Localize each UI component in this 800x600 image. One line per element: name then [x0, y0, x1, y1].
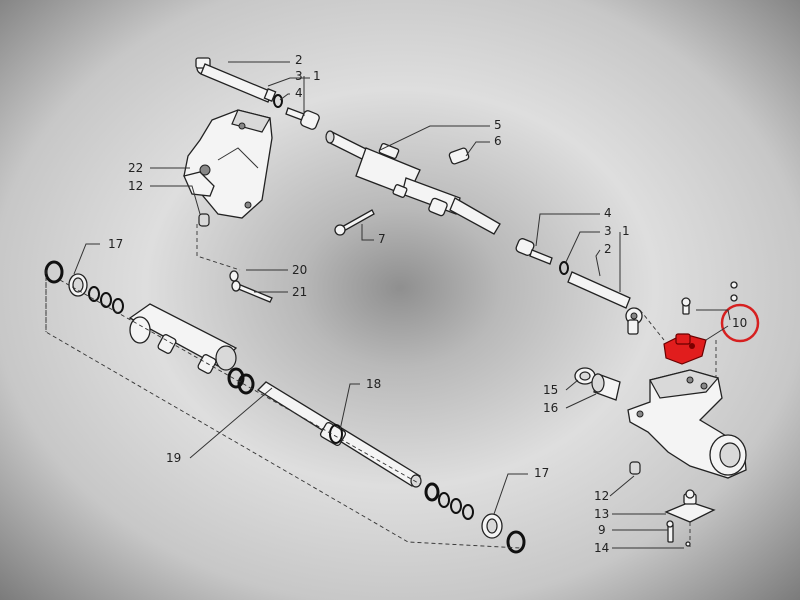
- washer-3-right[interactable]: [559, 261, 569, 275]
- assembly-guide-lines: [45, 224, 717, 549]
- callout-1-top-left: 1: [313, 69, 321, 83]
- steering-knuckle-left[interactable]: [183, 109, 273, 219]
- callout-15: 15: [543, 383, 558, 397]
- callout-4-top-left: 4: [295, 86, 303, 100]
- highlight-circle-10: [720, 303, 760, 343]
- callout-1-top-right: 1: [622, 224, 630, 238]
- callout-21: 21: [292, 285, 307, 299]
- callout-12-bottom: 12: [594, 489, 609, 503]
- callout-12-top: 12: [128, 179, 143, 193]
- piston-rings-19[interactable]: [227, 367, 255, 395]
- highlighted-part-10[interactable]: [663, 333, 707, 365]
- washer-20[interactable]: [229, 270, 239, 282]
- callout-22: 22: [128, 161, 143, 175]
- callout-7: 7: [378, 232, 386, 246]
- ball-joint-4-left[interactable]: [285, 107, 320, 130]
- leader-lines: [73, 61, 731, 549]
- callout-16: 16: [543, 401, 558, 415]
- seal-ring-set-left[interactable]: [68, 273, 124, 314]
- callout-17-top: 17: [108, 237, 123, 251]
- callout-4-top-right: 4: [604, 206, 612, 220]
- callout-13: 13: [594, 507, 609, 521]
- callout-20: 20: [292, 263, 307, 277]
- callout-3-top-left: 3: [295, 69, 303, 83]
- bushing-16[interactable]: [591, 373, 621, 401]
- circlip-17-right[interactable]: [506, 530, 526, 554]
- seal-ring-set-right[interactable]: [424, 482, 503, 539]
- callout-2-top-left: 2: [295, 53, 303, 67]
- cylinder-barrel-19[interactable]: [128, 303, 238, 374]
- plate-13[interactable]: [664, 489, 716, 523]
- bushing-6[interactable]: [448, 147, 470, 165]
- bolt-14[interactable]: [666, 520, 691, 547]
- callout-9: 9: [598, 523, 606, 537]
- callout-3-top-right: 3: [604, 224, 612, 238]
- circlip-17-left[interactable]: [44, 260, 64, 284]
- ball-joint-4-right[interactable]: [515, 238, 553, 265]
- bolt-7[interactable]: [334, 209, 375, 236]
- grease-nipple-12-left[interactable]: [198, 213, 210, 227]
- callout-labels: 2 3 1 4 5 6 7 22 12 4 3 1 2 20 21 10 17 …: [108, 53, 747, 555]
- callout-6: 6: [494, 134, 502, 148]
- steering-knuckle-right[interactable]: [627, 369, 747, 479]
- callout-5: 5: [494, 118, 502, 132]
- piston-rod-18[interactable]: [256, 381, 422, 488]
- washer-3-left[interactable]: [273, 94, 283, 108]
- callout-2-top-right: 2: [604, 242, 612, 256]
- callout-17-bottom: 17: [534, 466, 549, 480]
- tie-rod-end-right[interactable]: [567, 271, 643, 335]
- bolt-21[interactable]: [231, 280, 273, 303]
- tie-rod-end-left[interactable]: [195, 57, 277, 103]
- callout-10: 10: [732, 316, 747, 330]
- callout-18: 18: [366, 377, 381, 391]
- steering-cylinder-top[interactable]: [325, 130, 501, 235]
- grease-nipple-12-right[interactable]: [629, 461, 641, 475]
- small-screws-right[interactable]: [681, 281, 738, 315]
- callout-14: 14: [594, 541, 609, 555]
- callout-19: 19: [166, 451, 181, 465]
